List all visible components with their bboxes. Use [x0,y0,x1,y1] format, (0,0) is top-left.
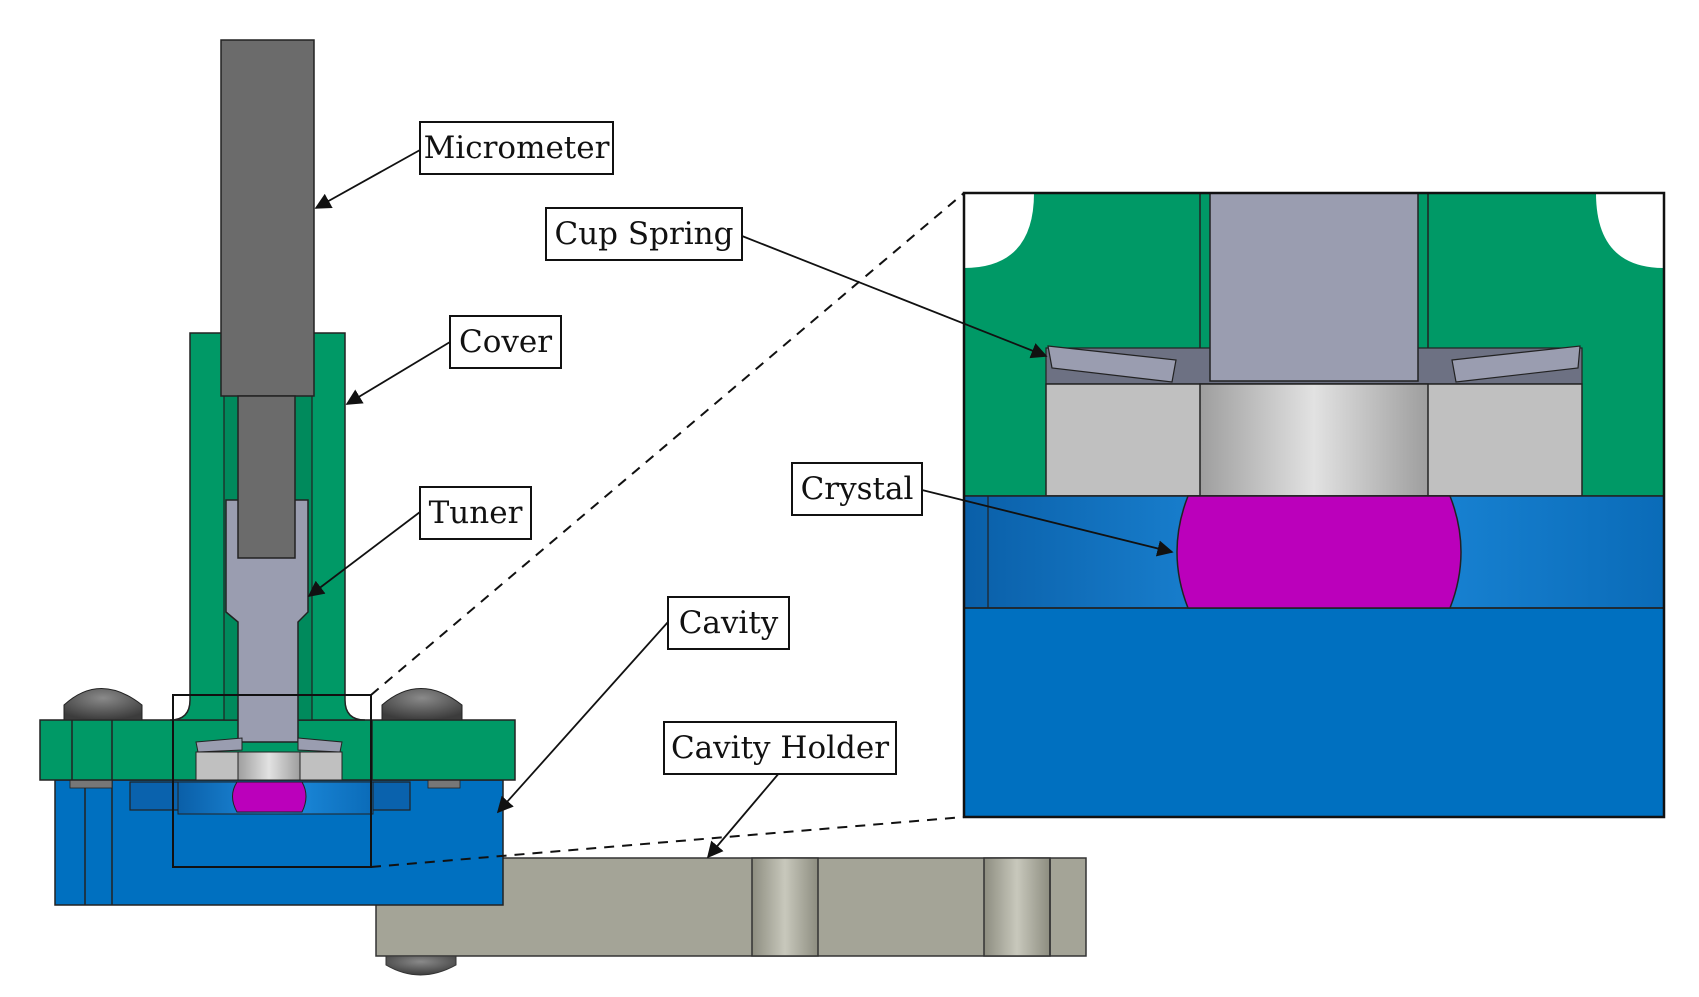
micrometer-spindle [237,395,296,559]
main-assembly [39,39,1087,976]
screw-head-left [63,688,143,721]
detail-view [962,191,1666,819]
screw-head-right [381,688,463,721]
holder-bore-2 [983,857,1051,957]
leader-tuner [307,511,421,597]
zoom-line-top [370,192,965,696]
label-cavity: Cavity [667,596,790,650]
label-micrometer: Micrometer [419,121,614,175]
micrometer [220,39,315,559]
leader-micrometer [314,149,421,209]
holder-screw-head [385,955,457,976]
cup-spring-right [1451,345,1581,383]
leader-cover [345,341,451,405]
label-cavity-text: Cavity [679,605,779,641]
label-cup-spring-text: Cup Spring [554,216,733,252]
label-cup-spring: Cup Spring [545,207,743,261]
label-tuner-text: Tuner [429,495,523,531]
label-cavity-holder: Cavity Holder [663,721,897,775]
label-micrometer-text: Micrometer [424,130,610,166]
detail-window [172,694,372,868]
detail-frame [962,191,1666,819]
label-cover: Cover [449,315,562,369]
cup-spring-left [1047,345,1177,383]
leader-cavity-holder [706,771,781,859]
crystal-small [232,781,307,813]
zoom-line-bottom [370,816,965,868]
leader-cavity [496,621,669,814]
crystal-detail [1176,495,1462,609]
cavity-holder [375,857,1087,976]
micrometer-barrel [220,39,315,397]
label-crystal: Crystal [791,462,923,516]
spring-small [195,737,343,781]
holder-bore-1 [751,857,819,957]
leader-crystal [921,489,1174,557]
label-crystal-text: Crystal [801,471,914,507]
label-cavity-holder-text: Cavity Holder [671,730,889,766]
label-tuner: Tuner [419,486,532,540]
cavity-block [54,779,504,906]
spacer-cylinder [1199,383,1429,497]
label-cover-text: Cover [459,324,552,360]
tuner-detail [1209,193,1419,382]
leader-cup-spring [741,235,1048,359]
